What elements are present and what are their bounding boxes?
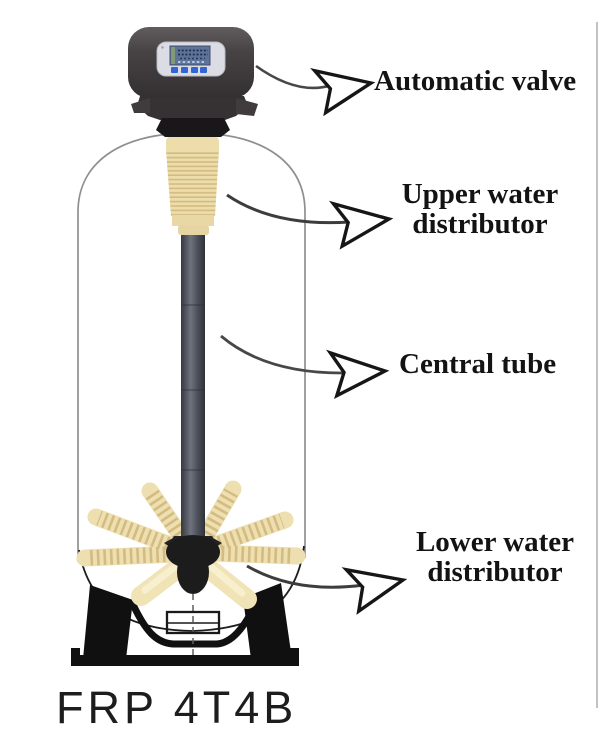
valve-buttons	[171, 67, 207, 73]
valve-left-stub	[131, 98, 150, 113]
arrow-automatic-valve	[255, 61, 376, 115]
drain-port-box	[165, 610, 221, 635]
base-floor-cap-right	[290, 648, 299, 666]
base-skirt	[127, 595, 263, 648]
arrow-central-tube	[220, 334, 388, 398]
lower-water-distributor	[76, 480, 306, 609]
base-floor-cap-left	[71, 648, 80, 666]
annotation-arrows	[220, 61, 409, 614]
label-central-tube: Central tube	[399, 348, 557, 380]
valve-lower-housing	[137, 96, 248, 120]
distributor-hub	[166, 535, 220, 594]
central-tube	[164, 230, 222, 549]
valve-clamp-bell	[156, 118, 230, 137]
label-automatic-valve: Automatic valve	[374, 65, 577, 97]
label-upper-line1: Upper water	[401, 178, 559, 210]
valve-right-stub	[236, 98, 258, 116]
arrow-upper-distributor	[226, 193, 393, 249]
upper-water-distributor	[166, 136, 219, 235]
label-upper-line2: distributor	[412, 208, 548, 240]
base-floor-bar	[71, 655, 299, 666]
label-upper-water-distributor: Upper water distributor	[388, 179, 572, 239]
panel-screw	[161, 46, 164, 49]
lcd-screen	[169, 45, 211, 66]
distributor-arm-ribbed	[76, 480, 306, 567]
model-name: FRP 4T4B	[56, 682, 298, 733]
arrow-lower-distributor	[246, 558, 409, 614]
tank-base-stand	[71, 583, 299, 666]
label-lower-line1: Lower water	[415, 526, 575, 558]
label-lower-line2: distributor	[427, 556, 563, 588]
base-left-leg	[83, 585, 133, 659]
automatic-valve	[128, 27, 258, 137]
label-lower-water-distributor: Lower water distributor	[402, 527, 588, 587]
